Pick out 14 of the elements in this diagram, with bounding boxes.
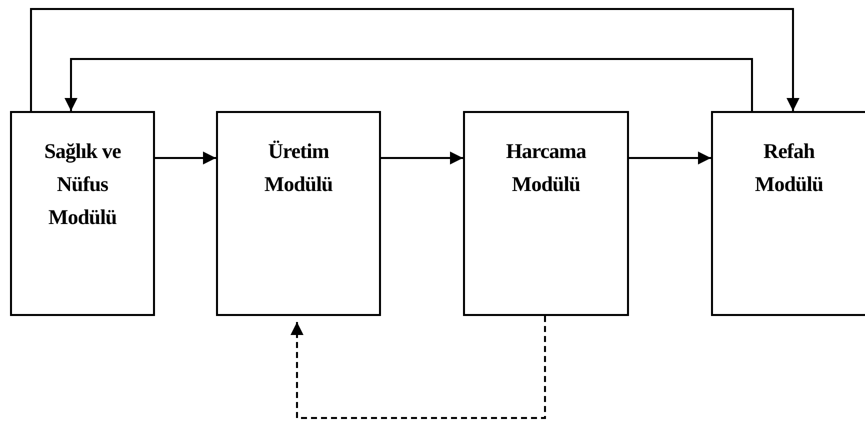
module-label: Harcama Modülü bbox=[504, 138, 588, 198]
arrow bbox=[155, 152, 216, 164]
module-label: Üretim Modülü bbox=[263, 138, 334, 198]
arrow bbox=[381, 152, 463, 164]
module-label: Sağlık ve Nüfus Modülü bbox=[43, 138, 122, 231]
arrow bbox=[64, 58, 753, 111]
module-box bbox=[10, 111, 155, 316]
dashed-arrow bbox=[290, 316, 546, 419]
module-box bbox=[463, 111, 629, 316]
module-box bbox=[711, 111, 865, 316]
module-box bbox=[216, 111, 381, 316]
arrow bbox=[30, 8, 800, 111]
arrow bbox=[629, 152, 711, 164]
module-label: Refah Modülü bbox=[754, 138, 824, 198]
